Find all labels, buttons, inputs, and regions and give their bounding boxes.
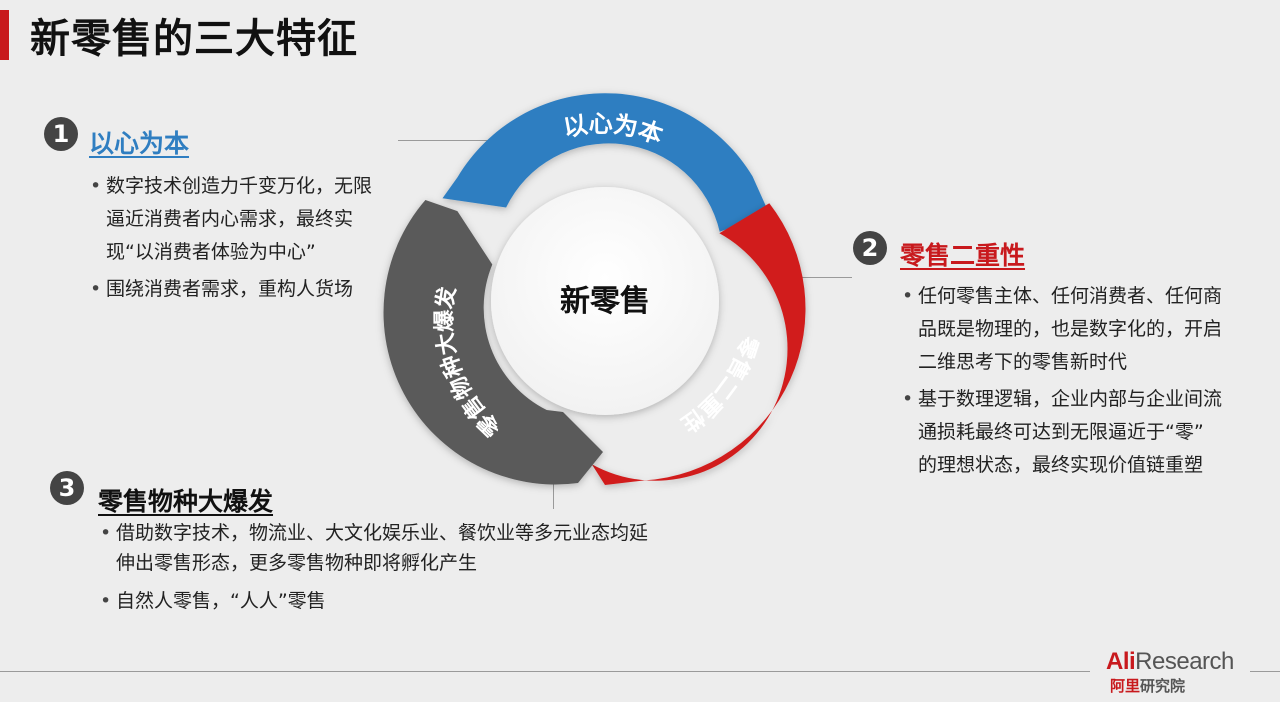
section-2-heading[interactable]: 零售二重性	[900, 241, 1026, 270]
center-label: 新零售	[560, 284, 650, 319]
section-1-bullets: 数字技术创造力千变万化，无限逼近消费者内心需求，最终实现“以消费者体验为中心” …	[90, 170, 382, 310]
section-3-bullets: 借助数字技术，物流业、大文化娱乐业、餐饮业等多元业态均延伸出零售形态，更多零售物…	[100, 518, 660, 624]
footer-divider-right	[1250, 671, 1280, 672]
segment-grey-arrow	[383, 200, 603, 485]
logo-ali-text: Ali	[1106, 648, 1136, 675]
section-3-heading[interactable]: 零售物种大爆发	[98, 487, 274, 516]
section-2-bullet: 基于数理逻辑，企业内部与企业间流通损耗最终可达到无限逼近于“零” 的理想状态，最…	[902, 383, 1222, 482]
section-2-number: 2	[861, 234, 879, 262]
section-3-bullet: 借助数字技术，物流业、大文化娱乐业、餐饮业等多元业态均延伸出零售形态，更多零售物…	[100, 518, 660, 578]
section-1-bullet: 数字技术创造力千变万化，无限逼近消费者内心需求，最终实现“以消费者体验为中心”	[90, 170, 382, 269]
title-accent-bar	[0, 10, 9, 60]
section-1-number-badge: 1	[44, 117, 78, 151]
section-3-bullet: 自然人零售，“人人”零售	[100, 586, 660, 616]
connector-line-2	[790, 277, 852, 278]
aliresearch-logo: AliResearch 阿里研究院	[1106, 648, 1234, 695]
section-1-bullet: 围绕消费者需求，重构人货场	[90, 273, 382, 306]
logo-sub-grey: 研究院	[1140, 677, 1186, 695]
connector-line-1	[398, 140, 516, 141]
segment-red-arrow	[591, 203, 806, 485]
segment-blue-arrow	[442, 93, 770, 232]
section-3-number-badge: 3	[50, 471, 84, 505]
slide-title: 新零售的三大特征	[30, 16, 358, 62]
section-2-bullets: 任何零售主体、任何消费者、任何商品既是物理的，也是数字化的，开启二维思考下的零售…	[902, 280, 1222, 486]
footer-divider	[0, 671, 1090, 672]
section-3-number: 3	[58, 474, 76, 502]
section-1-number: 1	[52, 120, 70, 148]
connector-line-3	[553, 479, 554, 509]
section-2-bullet: 任何零售主体、任何消费者、任何商品既是物理的，也是数字化的，开启二维思考下的零售…	[902, 280, 1222, 379]
center-circle	[491, 187, 719, 415]
logo-research-text: Research	[1135, 648, 1234, 675]
section-1-heading[interactable]: 以心为本	[89, 129, 190, 158]
logo-sub-red: 阿里	[1110, 677, 1141, 695]
section-2-number-badge: 2	[853, 231, 887, 265]
